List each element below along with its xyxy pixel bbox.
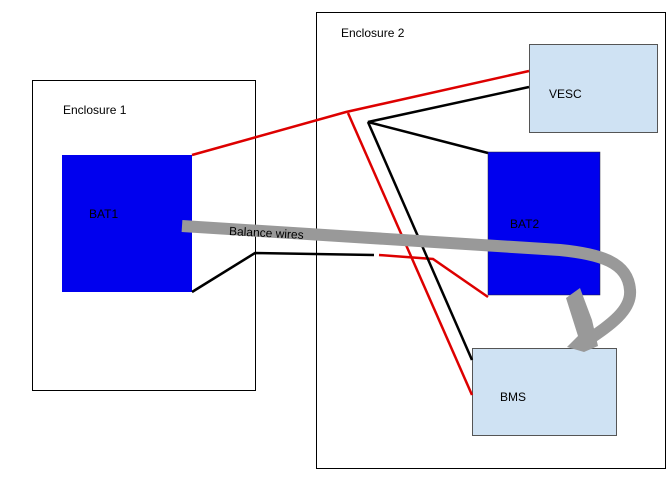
bat1-block (62, 155, 192, 292)
bat2-block (487, 151, 601, 296)
enclosure-1-label: Enclosure 1 (63, 103, 127, 117)
negative-wire-vesc-bat2 (367, 85, 530, 155)
vesc-block (529, 44, 658, 133)
bms-label: BMS (500, 390, 527, 404)
positive-wire-bat1-vesc (191, 69, 530, 157)
positive-wire-to-bms (346, 112, 474, 396)
bat1-label: BAT1 (89, 207, 119, 221)
balance-cable (181, 220, 637, 345)
bms-block (472, 348, 617, 436)
bat2-label: BAT2 (510, 217, 540, 231)
positive-wire-bat2 (378, 253, 489, 299)
vesc-label: VESC (549, 87, 582, 101)
balance-cable-arrowhead (566, 288, 598, 352)
enclosure-2-label: Enclosure 2 (341, 26, 405, 40)
negative-wire-bat1 (191, 251, 375, 294)
